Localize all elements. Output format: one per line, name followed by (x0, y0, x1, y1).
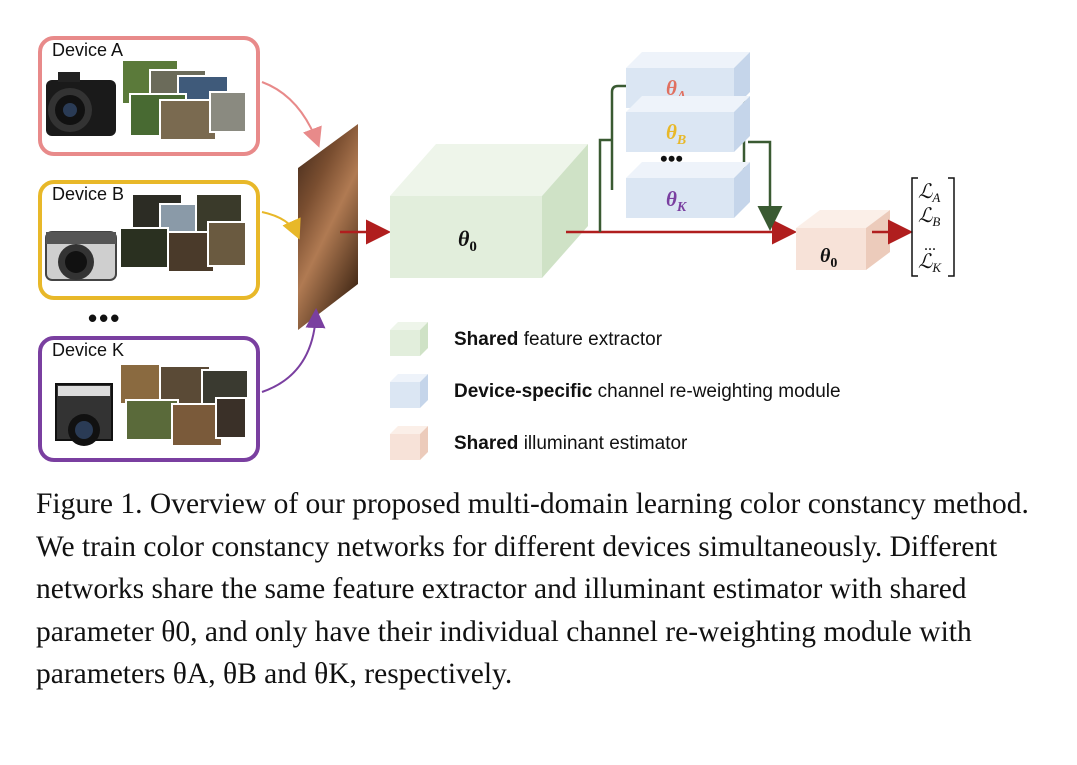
device-a-arrow (261, 81, 322, 148)
shared-extractor-block (390, 144, 588, 278)
device-b-camera-icon (45, 231, 117, 281)
device-k-label: Device K (52, 340, 125, 360)
device-b-thumbnails (119, 193, 247, 273)
specific-theta-b: θB (666, 120, 686, 148)
device-a-camera-icon (46, 72, 116, 136)
loss-a: ℒA (918, 181, 940, 205)
legend-swatch-extractor (390, 322, 428, 356)
specific-theta-k: θK (666, 187, 688, 215)
shared-estimator-block (796, 210, 890, 270)
loss-b: ℒB (918, 205, 940, 229)
device-k-thumbnails (119, 363, 249, 447)
extractor-theta: θ0 (458, 226, 477, 255)
device-b-box (38, 180, 260, 300)
device-k-box (38, 336, 260, 462)
device-a-label: Device A (52, 40, 124, 60)
loss-bracket-left (911, 177, 918, 277)
legend-item-specific: Device-specific channel re-weighting mod… (454, 381, 841, 402)
specific-module-b (626, 96, 750, 152)
loss-ellipsis: ... (924, 237, 936, 254)
device-a-thumbnails (121, 59, 247, 141)
legend-item-extractor: Shared feature extractor (454, 329, 663, 350)
device-k-arrow (261, 308, 326, 393)
device-b-label: Device B (52, 184, 125, 204)
specific-branch-to-estimator (748, 140, 783, 231)
legend-swatch-specific (390, 374, 428, 408)
device-k-camera-icon (55, 383, 113, 446)
diagram-canvas: θ0 θA θB ••• θK (45, 52, 955, 460)
device-a-box (38, 36, 260, 156)
legend-item-estimator: Shared illuminant estimator (454, 433, 688, 454)
input-image (298, 124, 358, 330)
figure-caption: Figure 1. Overview of our proposed multi… (36, 488, 1029, 690)
loss-bracket-right (948, 177, 955, 277)
device-b-arrow (261, 211, 301, 240)
loss-k: ℒK (918, 251, 942, 275)
specific-branch-left (598, 138, 612, 232)
device-ellipsis: ••• (88, 303, 122, 333)
legend-swatch-estimator (390, 426, 428, 460)
specific-module-k (626, 162, 750, 218)
estimator-theta: θ0 (820, 245, 837, 271)
specific-branch-left-outer (610, 84, 628, 190)
